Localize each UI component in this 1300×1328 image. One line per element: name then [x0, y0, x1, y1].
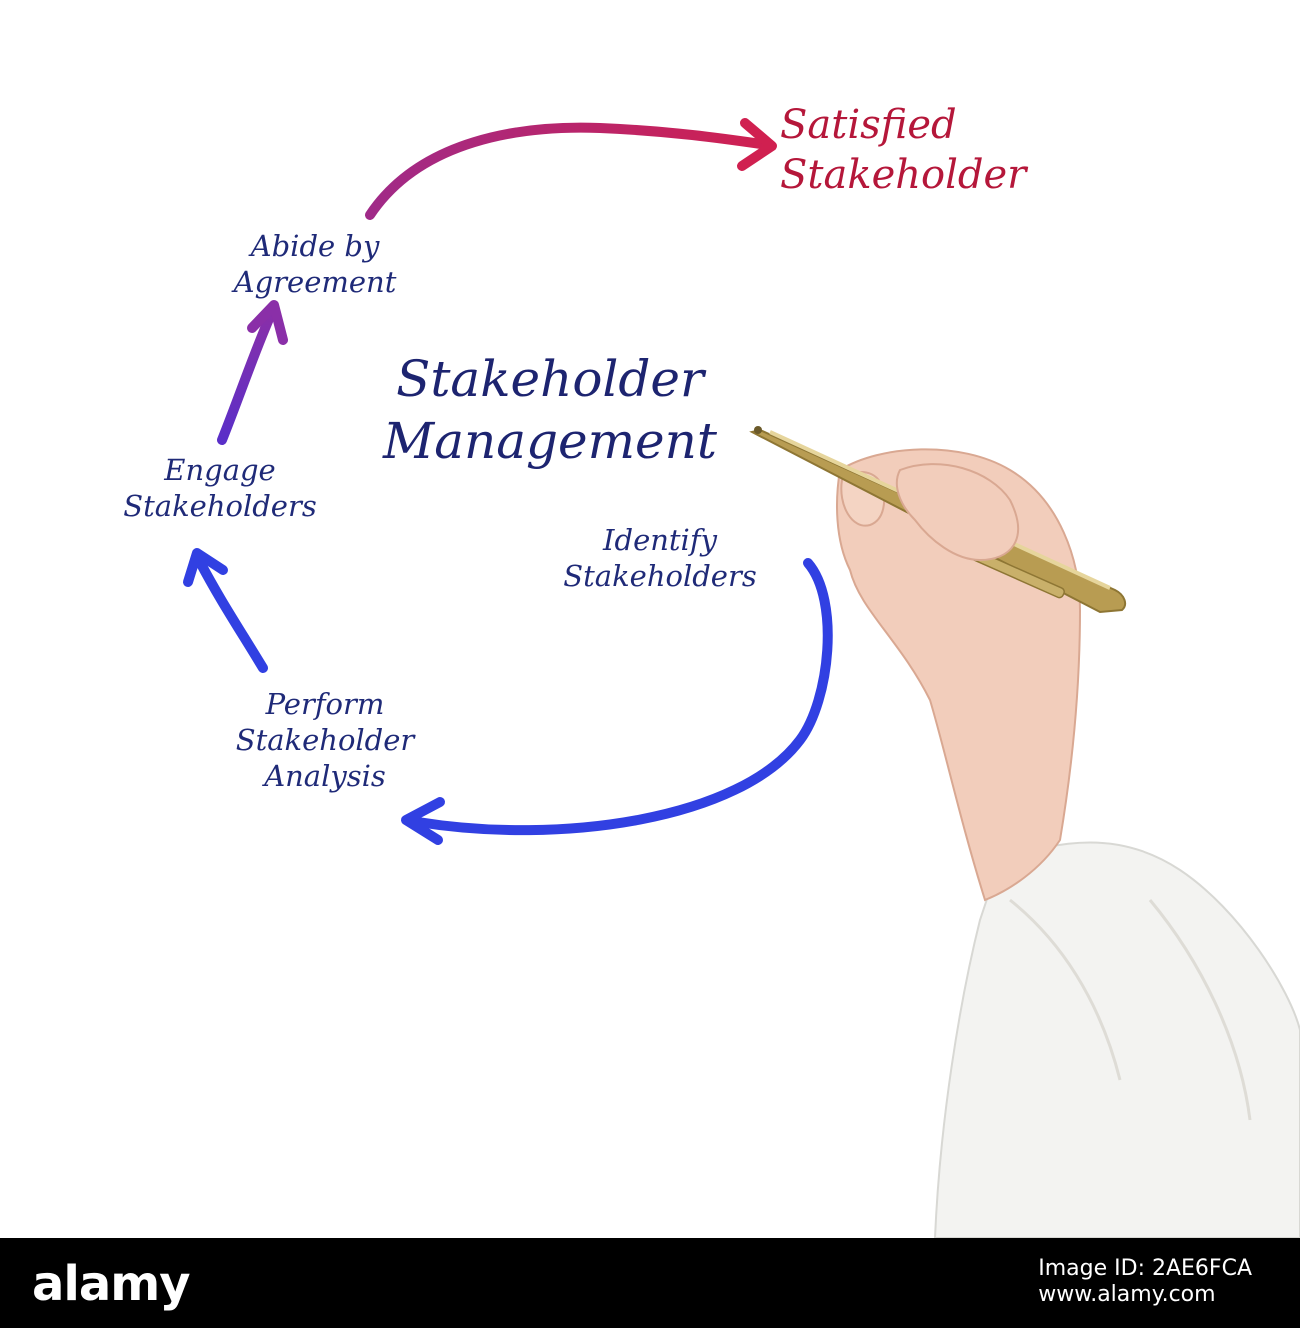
- diagram-title: Stakeholder Management: [383, 350, 717, 470]
- arrows-layer: [183, 118, 833, 845]
- image-id-block: Image ID: 2AE6FCA www.alamy.com: [1038, 1256, 1252, 1308]
- step-identify-stakeholders: Identify Stakeholders: [563, 523, 757, 593]
- alamy-logo: alamy: [32, 1256, 191, 1312]
- hand-with-pen-illustration: [749, 426, 1300, 1238]
- fingers-shape: [895, 463, 1020, 562]
- step-engage-stakeholders: Engage Stakeholders: [123, 453, 317, 523]
- step-perform-stakeholder-analysis: Perform Stakeholder Analysis: [235, 687, 415, 793]
- arrow-identify-to-perform: [401, 558, 833, 845]
- arrow-perform-to-engage: [183, 548, 268, 673]
- step-abide-by-agreement: Abide by Agreement: [233, 229, 397, 299]
- watermark-footer: alamy Image ID: 2AE6FCA www.alamy.com: [0, 1238, 1300, 1328]
- image-id-text: Image ID: 2AE6FCA: [1038, 1256, 1252, 1281]
- arrow-engage-to-abide: [217, 300, 288, 445]
- sleeve-shape: [933, 841, 1300, 1238]
- arrow-abide-to-satisfied: [365, 118, 777, 220]
- image-url-text: www.alamy.com: [1038, 1282, 1216, 1307]
- outcome-satisfied-stakeholder: Satisfied Stakeholder: [780, 102, 1027, 198]
